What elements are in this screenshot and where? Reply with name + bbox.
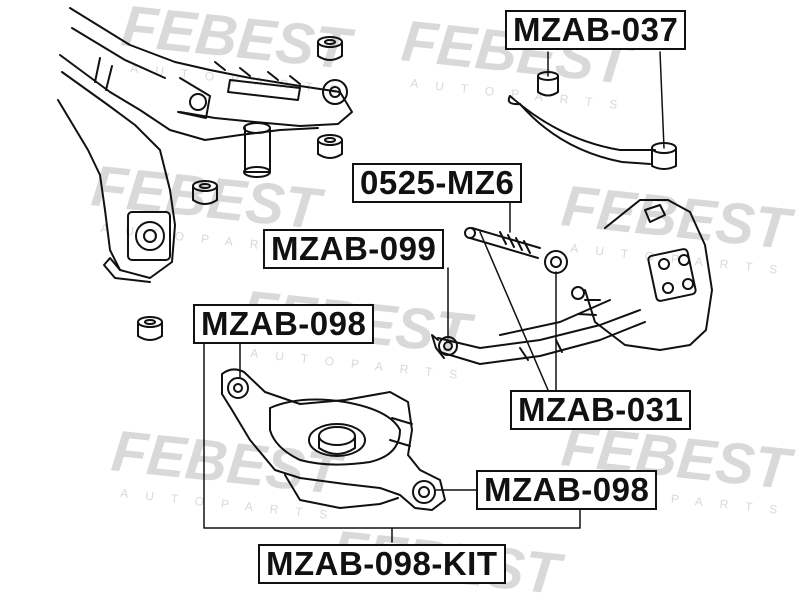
label-0525-mz6[interactable]: 0525-MZ6 <box>352 163 523 203</box>
label-mzab-098-kit[interactable]: MZAB-098-KIT <box>258 544 506 584</box>
bushing-bottom-left <box>137 316 163 341</box>
toe-link-drawing <box>464 227 568 274</box>
leader-mzab-031 <box>479 231 549 391</box>
lower-arm-drawing <box>221 368 446 511</box>
label-mzab-037[interactable]: MZAB-037 <box>505 10 687 50</box>
label-mzab-098-right[interactable]: MZAB-098 <box>476 470 658 510</box>
leader-lines <box>203 51 665 543</box>
knuckle-drawing <box>571 199 713 351</box>
bushing-left <box>192 180 218 205</box>
bushing-mid <box>317 134 343 159</box>
subframe-drawing <box>57 7 353 283</box>
watermark-layer: FEBEST AUTOPARTS FEBEST AUTOPARTS FEBEST… <box>89 0 798 600</box>
lateral-arm-drawing <box>431 299 646 365</box>
label-mzab-031[interactable]: MZAB-031 <box>510 390 692 430</box>
label-mzab-098-left[interactable]: MZAB-098 <box>193 304 375 344</box>
label-mzab-099[interactable]: MZAB-099 <box>263 229 445 269</box>
bushing-top <box>317 36 343 61</box>
leader-mzab-037 <box>659 51 665 149</box>
line-art <box>57 7 713 543</box>
